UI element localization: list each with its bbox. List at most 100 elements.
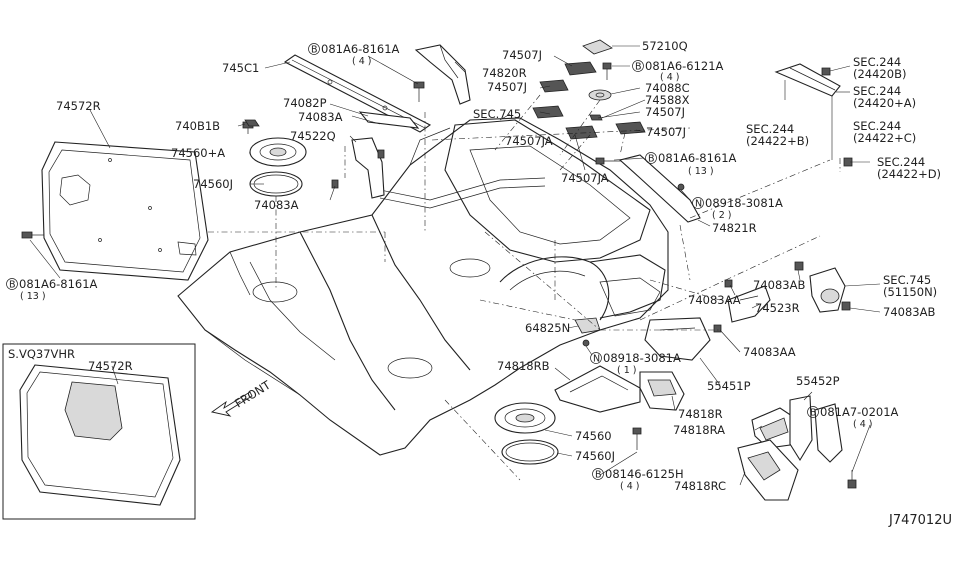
sec244-tray [774, 63, 841, 160]
label-74818RA: 74818RA [673, 423, 725, 437]
b-circle-letter: B [810, 408, 817, 419]
reference-lines [208, 94, 841, 481]
label-74560J-1: 74560J [193, 177, 233, 191]
label-sec244-c: SEC.244 [746, 122, 794, 136]
label-74083AA-2: 74083AA [743, 345, 796, 359]
b-circle-letter: B [635, 62, 642, 73]
label-sec244-a: SEC.244 [853, 55, 901, 69]
bolts [21, 62, 857, 489]
part-55452P [789, 395, 843, 463]
qty-13-a: ( 13 ) [688, 166, 714, 177]
label-sec745-right-sub: (51150N) [883, 285, 937, 299]
b-circle-icon [308, 43, 320, 55]
label-081A7-0201A: 081A7-0201A [820, 405, 899, 419]
front-arrow: FRONT [210, 377, 274, 417]
label-74507JA-1: 74507JA [505, 134, 553, 148]
b-circle-icon [807, 406, 819, 418]
floor-pan-illustration [177, 117, 669, 456]
label-745C1: 745C1 [222, 61, 259, 75]
n-circle-icon [692, 197, 704, 209]
pads-74507J [532, 61, 646, 140]
part-64825N [574, 317, 601, 334]
b-circle-icon [645, 152, 657, 164]
part-74821R [618, 154, 701, 223]
label-sec244-e-sub: (24422+D) [877, 167, 941, 181]
label-sec244-b-sub: (24420+A) [853, 96, 916, 110]
label-74522Q: 74522Q [290, 129, 336, 143]
b-circle-icon [592, 468, 604, 480]
label-55452P: 55452P [796, 374, 840, 388]
label-74560A: 74560+A [171, 146, 225, 160]
label-74083AB-1: 74083AB [753, 278, 805, 292]
label-74572R-inset: 74572R [88, 359, 133, 373]
part-57210Q [582, 39, 613, 55]
leader-lines [29, 45, 881, 486]
label-sec244-b: SEC.244 [853, 84, 901, 98]
label-sec745-top: SEC.745 [473, 107, 521, 121]
label-74083AB-2: 74083AB [883, 305, 935, 319]
label-081A6-8161A-top: 081A6-8161A [321, 42, 400, 56]
part-74818R [639, 371, 685, 411]
label-74818R: 74818R [678, 407, 723, 421]
label-74821R: 74821R [712, 221, 757, 235]
qty-4-b: ( 4 ) [660, 72, 680, 83]
qty-13-b: ( 13 ) [20, 291, 46, 302]
label-74083A-2: 74083A [254, 198, 299, 212]
label-74818RB: 74818RB [497, 359, 550, 373]
label-74820R: 74820R [482, 66, 527, 80]
label-55451P: 55451P [707, 379, 751, 393]
qty-4-c: ( 4 ) [853, 419, 873, 430]
label-sec244-c-sub: (24422+B) [746, 134, 809, 148]
label-57210Q: 57210Q [642, 39, 688, 53]
part-74818RB [554, 365, 641, 413]
label-sec745-right: SEC.745 [883, 273, 931, 287]
part-55451P [644, 317, 711, 361]
label-sec244-d: SEC.244 [853, 119, 901, 133]
part-74088C [588, 89, 612, 101]
label-74523R: 74523R [755, 301, 800, 315]
n-circle-icon [590, 352, 602, 364]
b-circle-icon [632, 60, 644, 72]
b-circle-letter: B [9, 280, 16, 291]
b-circle-letter: B [595, 470, 602, 481]
part-740B1B [244, 119, 260, 127]
n-circle-letter: N [695, 199, 702, 210]
labels: 74572R 745C1 B 081A6-8161A ( 4 ) 74820R … [6, 39, 952, 528]
label-74507J-4: 74507J [646, 125, 686, 139]
label-74818RC: 74818RC [674, 479, 726, 493]
label-081A6-8161A-left: 081A6-8161A [19, 277, 98, 291]
part-74818RA [751, 407, 796, 449]
label-74082P: 74082P [283, 96, 327, 110]
qty-4-a: ( 4 ) [352, 56, 372, 67]
label-08146-6125H: 08146-6125H [605, 467, 684, 481]
part-74572R-panel [41, 141, 209, 281]
label-74507J-1: 74507J [502, 48, 542, 62]
label-081A6-6121A: 081A6-6121A [645, 59, 724, 73]
qty-1: ( 1 ) [617, 365, 637, 376]
label-74507J-2: 74507J [487, 80, 527, 94]
label-sec244-e: SEC.244 [877, 155, 925, 169]
part-74560J-lower [501, 439, 559, 465]
b-circle-letter: B [648, 154, 655, 165]
label-74560: 74560 [575, 429, 612, 443]
label-08918-3081A-bot: 08918-3081A [603, 351, 681, 365]
variant-box-title: S.VQ37VHR [8, 347, 75, 361]
part-74818RC [737, 439, 799, 501]
label-74088C: 74088C [645, 81, 690, 95]
part-74523R [727, 285, 771, 323]
label-08918-3081A-top: 08918-3081A [705, 196, 783, 210]
front-label: FRONT [232, 377, 274, 410]
label-74507JA-2: 74507JA [561, 171, 609, 185]
part-74560-lower [494, 402, 556, 434]
b-circle-letter: B [311, 45, 318, 56]
label-sec244-a-sub: (24420B) [853, 67, 906, 81]
label-74572R: 74572R [56, 99, 101, 113]
label-74507J-3: 74507J [645, 105, 685, 119]
part-74082P [358, 111, 420, 129]
part-74522Q [351, 137, 385, 199]
part-sec745-51150N [809, 267, 846, 313]
n-circle-letter: N [593, 354, 600, 365]
label-74083A-1: 74083A [298, 110, 343, 124]
part-74588X [589, 114, 603, 121]
